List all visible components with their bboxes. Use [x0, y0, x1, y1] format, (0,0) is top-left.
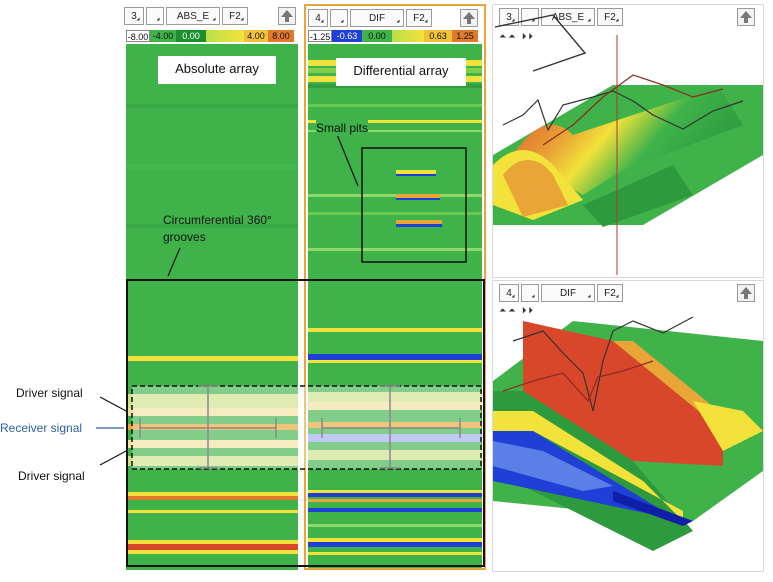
- up-arrow-icon: [740, 11, 752, 23]
- up-arrow-button[interactable]: [278, 7, 296, 25]
- dif-3d-toolbar: 4 DIF F2: [499, 281, 623, 305]
- signal-select[interactable]: DIF: [350, 9, 404, 27]
- nav-icons: ⏶⏶ ⏵⏵: [499, 305, 535, 316]
- differential-toolbar: 4 DIF F2: [308, 6, 432, 30]
- scale-label: -4.00: [150, 30, 176, 42]
- mode-select[interactable]: [330, 9, 348, 27]
- up-arrow-icon: [281, 10, 293, 22]
- channel-select[interactable]: 3: [124, 7, 144, 25]
- scale-label: -1.25: [308, 30, 332, 42]
- frequency-select[interactable]: F2: [597, 284, 623, 302]
- double-up-icon[interactable]: ⏶⏶: [499, 305, 518, 315]
- absolute-array-label: Absolute array: [158, 56, 276, 84]
- small-pits-annotation: Small pits: [316, 120, 369, 136]
- differential-array-label: Differential array: [336, 58, 466, 86]
- up-arrow-icon: [740, 287, 752, 299]
- absolute-cscan-field: [126, 44, 298, 570]
- channel-select[interactable]: 4: [499, 284, 519, 302]
- up-arrow-icon: [463, 12, 475, 24]
- scale-label: [206, 30, 244, 42]
- up-arrow-button[interactable]: [460, 9, 478, 27]
- driver-signal-label-top: Driver signal: [16, 386, 83, 400]
- double-right-icon[interactable]: ⏵⏵: [521, 31, 535, 41]
- double-up-icon[interactable]: ⏶⏶: [499, 31, 518, 41]
- scale-label: 8.00: [268, 30, 294, 42]
- mode-select[interactable]: [146, 7, 164, 25]
- scale-label: -8.00: [126, 30, 150, 42]
- scale-label: 4.00: [244, 30, 268, 42]
- grooves-annotation-line2: grooves: [163, 230, 206, 244]
- scale-label: 0.00: [362, 30, 392, 42]
- mode-select[interactable]: [521, 284, 539, 302]
- abs-3d-view: 3 ABS_E F2 ⏶⏶ ⏵⏵: [492, 4, 764, 278]
- frequency-select[interactable]: F2: [406, 9, 432, 27]
- receiver-signal-label: Receiver signal: [0, 421, 83, 435]
- channel-select[interactable]: 4: [308, 9, 328, 27]
- grooves-annotation-line1: Circumferential 360°: [163, 213, 272, 227]
- abs-3d-surface: [493, 14, 763, 275]
- channel-select[interactable]: 3: [499, 8, 519, 26]
- signal-select[interactable]: DIF: [541, 284, 595, 302]
- signal-select[interactable]: ABS_E: [166, 7, 220, 25]
- mode-select[interactable]: [521, 8, 539, 26]
- frequency-select[interactable]: F2: [222, 7, 248, 25]
- dif-3d-view: 4 DIF F2 ⏶⏶ ⏵⏵: [492, 280, 764, 572]
- dif-3d-surface: [493, 316, 763, 551]
- differential-array-panel: 4 DIF F2 -1.25 -0.63 0.00 0.63 1.25: [304, 4, 486, 570]
- scale-label: 0.00: [176, 30, 206, 42]
- color-scale: -8.00 -4.00 0.00 4.00 8.00: [126, 30, 294, 42]
- up-arrow-button[interactable]: [737, 284, 755, 302]
- scale-label: 0.63: [424, 30, 452, 42]
- scale-label: -0.63: [332, 30, 362, 42]
- double-right-icon[interactable]: ⏵⏵: [521, 305, 535, 315]
- color-scale: -1.25 -0.63 0.00 0.63 1.25: [308, 30, 478, 42]
- nav-icons: ⏶⏶ ⏵⏵: [499, 31, 535, 42]
- absolute-toolbar: 3 ABS_E F2: [124, 4, 248, 28]
- frequency-select[interactable]: F2: [597, 8, 623, 26]
- up-arrow-button[interactable]: [737, 8, 755, 26]
- absolute-array-panel: 3 ABS_E F2 -8.00 -4.00 0.00 4.00 8.00 Ab…: [124, 4, 300, 570]
- scale-label: [392, 30, 424, 42]
- scale-label: 1.25: [452, 30, 478, 42]
- driver-signal-label-bottom: Driver signal: [18, 469, 85, 483]
